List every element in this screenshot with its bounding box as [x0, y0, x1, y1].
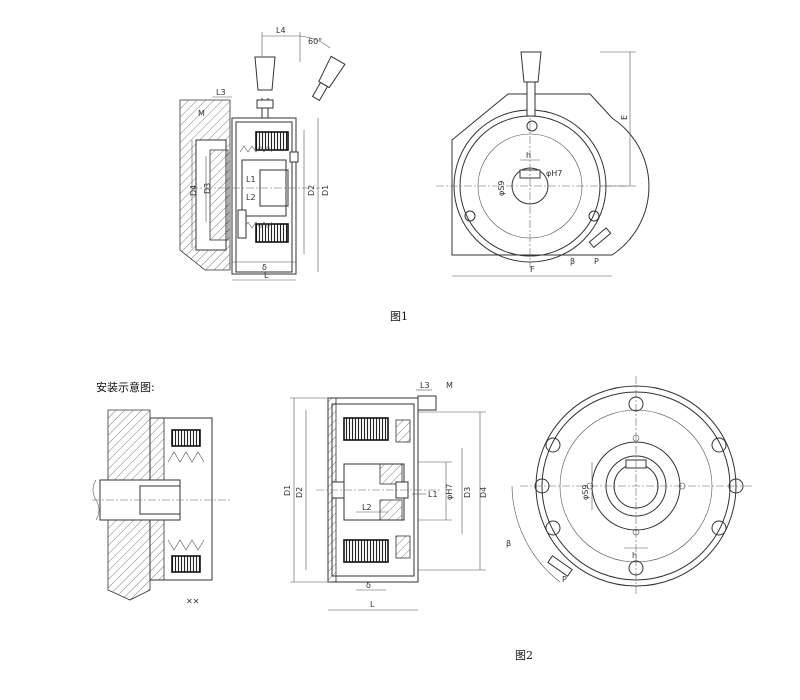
- fig1-lever-tilted: [311, 55, 346, 102]
- fig1-dim-D4: D4: [189, 185, 198, 196]
- install-sketch: ✕✕: [92, 409, 232, 606]
- fig2-coil-bottom: [343, 539, 389, 563]
- fig2-dim-L1: L1: [428, 490, 438, 499]
- fig1-front-lever-stem: [526, 79, 536, 117]
- fig1-dim-h: h: [526, 151, 531, 160]
- fig2-dim-D4: D4: [479, 487, 488, 498]
- fig1-coil-top: [255, 131, 289, 151]
- fig2-dim-D3: D3: [463, 487, 472, 498]
- svg-text:✕✕: ✕✕: [186, 597, 199, 606]
- fig2-coil-top: [343, 417, 389, 441]
- fig1-front-outline: [451, 93, 650, 256]
- fig2-dim-h: h: [632, 551, 637, 560]
- fig1-front-bolt-top: [526, 120, 538, 132]
- fig2-release-tab: [547, 555, 573, 577]
- fig2-dim-D1: D1: [283, 485, 292, 496]
- fig2-dim-D2: D2: [295, 487, 304, 498]
- fig1-side-section: L4 60° L3 M D4 D3 D2 D1 L1 L2 δ L: [179, 26, 346, 281]
- fig1-dim-phiS9: φS9: [497, 181, 506, 196]
- fig1-dim-delta: δ: [262, 263, 267, 272]
- fig1-front-lever-knob: [520, 51, 542, 83]
- fig2-dim-beta: β: [506, 539, 511, 548]
- fig1-front-bolt-left: [464, 210, 476, 222]
- fig1-front-view: E F h φH7 φS9 β P: [436, 51, 650, 277]
- fig2-dim-L2: L2: [362, 503, 372, 512]
- install-coil-top: [171, 429, 201, 447]
- fig1-bolt: [289, 151, 299, 163]
- fig2-bolt-hole: [628, 396, 644, 412]
- install-diagram-label: 安装示意图:: [96, 380, 155, 394]
- fig1-dim-L2: L2: [246, 193, 256, 202]
- fig1-coil-bottom: [255, 223, 289, 243]
- fig2-dim-L3: L3: [420, 381, 430, 390]
- fig1-dim-E: E: [620, 115, 629, 120]
- fig1-dim-D1: D1: [321, 185, 330, 196]
- fig1-dim-L4: L4: [276, 26, 286, 35]
- fig1-dim-D2: D2: [307, 185, 316, 196]
- fig1-keyplate: [237, 209, 247, 239]
- fig1-dim-phiH7: φH7: [546, 169, 562, 178]
- fig1-body-inner: [235, 121, 293, 273]
- fig2-dim-M: M: [446, 381, 453, 390]
- fig2-dim-phiS9: φS9: [581, 485, 590, 500]
- fig2-dim-L: L: [370, 600, 375, 609]
- fig2-dim-phiH7: φH7: [445, 484, 454, 500]
- fig2-side-section: D1 D2 φH7 D3 D4 L3 M L1 L2 δ L: [283, 381, 488, 611]
- fig1-spring-top: [239, 145, 273, 153]
- fig2-dim-delta: δ: [366, 581, 371, 590]
- fig1-body: [231, 117, 297, 275]
- fig1-flange-hatch: [209, 149, 229, 241]
- fig1-dim-L3: L3: [216, 88, 226, 97]
- fig2-top-stud: [417, 395, 437, 411]
- fig1-caption: 图1: [390, 310, 408, 323]
- fig1-dim-D3: D3: [203, 183, 212, 194]
- fig1-dim-P: P: [594, 257, 599, 266]
- fig1-front-bolt-right: [588, 210, 600, 222]
- fig1-lever-knob: [254, 56, 276, 91]
- fig2-caption: 图2: [515, 649, 533, 662]
- fig1-lever-collar: [256, 99, 274, 109]
- fig1-dim-F: F: [530, 265, 535, 274]
- fig1-dim-L1: L1: [246, 175, 256, 184]
- fig1-front-release-lever: [588, 227, 612, 249]
- fig2-dim-P: P: [562, 575, 567, 584]
- fig1-dim-beta: β: [570, 257, 575, 266]
- fig2-front-view: β P φS9 h: [506, 376, 752, 596]
- fig1-dim-L: L: [264, 271, 269, 280]
- fig1-dim-60deg: 60°: [308, 37, 322, 46]
- install-coil-bottom: [171, 555, 201, 573]
- fig1-dim-M: M: [198, 109, 205, 118]
